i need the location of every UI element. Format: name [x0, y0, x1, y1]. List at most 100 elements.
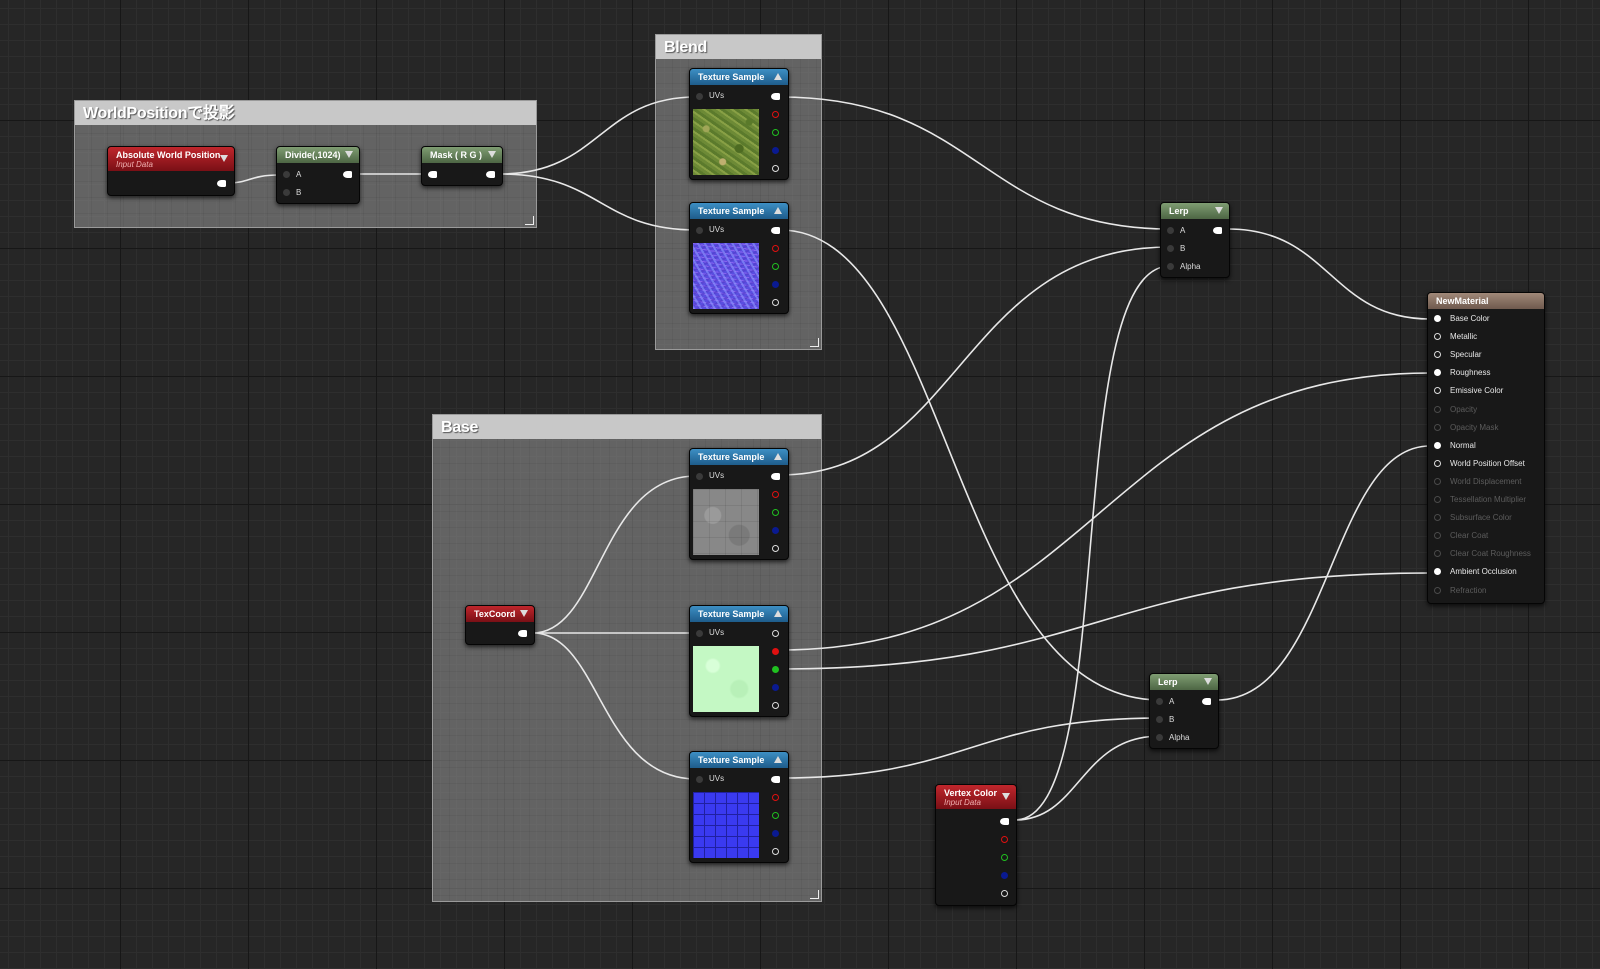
node-absolute-world-position[interactable]: Absolute World Position Input Data	[107, 146, 235, 196]
output-pin[interactable]	[518, 630, 527, 637]
input-pin-a[interactable]	[1156, 698, 1163, 705]
resize-handle[interactable]	[525, 216, 534, 225]
material-input-pin[interactable]	[1434, 423, 1441, 431]
output-pin[interactable]	[486, 171, 495, 178]
node-texture-sample-gray[interactable]: Texture Sample UVs	[689, 448, 789, 560]
node-divide[interactable]: Divide(,1024) A B	[276, 146, 360, 204]
material-input-pin[interactable]	[1434, 550, 1441, 558]
expand-icon[interactable]	[774, 610, 782, 617]
output-pin-b[interactable]	[772, 281, 779, 288]
output-pin-g[interactable]	[772, 666, 779, 673]
input-pin-b[interactable]	[1167, 245, 1174, 252]
material-input-pin[interactable]	[1434, 333, 1441, 341]
node-texture-sample-tiles[interactable]: Texture Sample UVs	[689, 751, 789, 863]
output-pin-g[interactable]	[1001, 854, 1008, 861]
input-pin-a[interactable]	[1167, 227, 1174, 234]
output-pin-b[interactable]	[772, 147, 779, 154]
output-pin-a[interactable]	[772, 165, 779, 172]
output-pin-g[interactable]	[772, 812, 779, 819]
material-input-pin[interactable]	[1434, 369, 1441, 377]
material-input-pin[interactable]	[1434, 568, 1441, 576]
comment-title[interactable]: Base	[433, 415, 821, 439]
output-pin[interactable]	[217, 180, 226, 187]
output-pin-a[interactable]	[772, 702, 779, 709]
output-pin-a[interactable]	[1001, 890, 1008, 897]
collapse-icon[interactable]	[520, 610, 528, 617]
output-pin-g[interactable]	[772, 129, 779, 136]
input-pin-b[interactable]	[1156, 716, 1163, 723]
output-pin-r[interactable]	[772, 794, 779, 801]
input-pin-uvs[interactable]	[696, 473, 703, 480]
output-pin-a[interactable]	[772, 299, 779, 306]
node-texture-sample-normal[interactable]: Texture Sample UVs	[689, 202, 789, 314]
material-input-pin[interactable]	[1434, 441, 1441, 449]
output-pin-rgb[interactable]	[771, 776, 780, 783]
node-header[interactable]: Lerp	[1161, 203, 1229, 219]
output-pin-rgb[interactable]	[772, 630, 779, 637]
material-input-pin[interactable]	[1434, 496, 1441, 503]
input-pin[interactable]	[428, 171, 437, 178]
material-input-pin[interactable]	[1434, 459, 1441, 467]
output-pin-r[interactable]	[772, 245, 779, 252]
node-header[interactable]: Texture Sample	[690, 69, 788, 85]
output-pin-b[interactable]	[1001, 872, 1008, 879]
output-pin-rgb[interactable]	[771, 93, 780, 100]
node-header[interactable]: Divide(,1024)	[277, 147, 359, 163]
node-texture-sample-green[interactable]: Texture Sample UVs	[689, 605, 789, 717]
output-pin-a[interactable]	[772, 848, 779, 855]
node-header[interactable]: Texture Sample	[690, 203, 788, 219]
output-pin-g[interactable]	[772, 509, 779, 516]
node-header[interactable]: Vertex Color Input Data	[936, 785, 1016, 809]
node-header[interactable]: Texture Sample	[690, 606, 788, 622]
expand-icon[interactable]	[774, 756, 782, 763]
input-pin-b[interactable]	[283, 189, 290, 196]
input-pin-alpha[interactable]	[1156, 734, 1163, 741]
output-pin-rgb[interactable]	[771, 473, 780, 480]
output-pin-r[interactable]	[772, 491, 779, 498]
node-header[interactable]: Mask ( R G )	[422, 147, 502, 163]
material-input-pin[interactable]	[1434, 586, 1441, 594]
input-pin-alpha[interactable]	[1167, 263, 1174, 270]
node-texcoord[interactable]: TexCoord	[465, 605, 535, 645]
material-input-pin[interactable]	[1434, 477, 1441, 485]
output-pin-b[interactable]	[772, 527, 779, 534]
output-pin-rgb[interactable]	[771, 227, 780, 234]
output-pin[interactable]	[1213, 227, 1222, 234]
collapse-icon[interactable]	[220, 155, 228, 162]
input-pin-uvs[interactable]	[696, 776, 703, 783]
material-input-pin[interactable]	[1434, 387, 1441, 395]
node-header[interactable]: Texture Sample	[690, 449, 788, 465]
resize-handle[interactable]	[810, 338, 819, 347]
node-texture-sample-grass[interactable]: Texture Sample UVs	[689, 68, 789, 180]
material-input-pin[interactable]	[1434, 315, 1441, 322]
input-pin-a[interactable]	[283, 171, 290, 178]
resize-handle[interactable]	[810, 890, 819, 899]
collapse-icon[interactable]	[345, 151, 353, 158]
output-pin-r[interactable]	[1001, 836, 1008, 843]
input-pin-uvs[interactable]	[696, 227, 703, 234]
node-lerp-bottom[interactable]: Lerp A B Alpha	[1149, 673, 1219, 749]
node-header[interactable]: NewMaterial	[1428, 293, 1544, 309]
node-header[interactable]: Texture Sample	[690, 752, 788, 768]
comment-title[interactable]: WorldPositionで投影	[75, 101, 536, 125]
output-pin-g[interactable]	[772, 263, 779, 270]
output-pin-a[interactable]	[772, 545, 779, 552]
expand-icon[interactable]	[774, 207, 782, 214]
output-pin-b[interactable]	[772, 684, 779, 691]
node-header[interactable]: Lerp	[1150, 674, 1218, 690]
output-pin-r[interactable]	[772, 648, 779, 655]
node-vertex-color[interactable]: Vertex Color Input Data	[935, 784, 1017, 906]
output-pin-r[interactable]	[772, 111, 779, 118]
output-pin[interactable]	[1202, 698, 1211, 705]
collapse-icon[interactable]	[1002, 793, 1010, 800]
material-input-pin[interactable]	[1434, 514, 1441, 522]
node-mask[interactable]: Mask ( R G )	[421, 146, 503, 186]
output-pin[interactable]	[343, 171, 352, 178]
input-pin-uvs[interactable]	[696, 630, 703, 637]
node-lerp-top[interactable]: Lerp A B Alpha	[1160, 202, 1230, 278]
collapse-icon[interactable]	[488, 151, 496, 158]
node-header[interactable]: TexCoord	[466, 606, 534, 622]
material-input-pin[interactable]	[1434, 532, 1441, 540]
comment-title[interactable]: Blend	[656, 35, 821, 59]
